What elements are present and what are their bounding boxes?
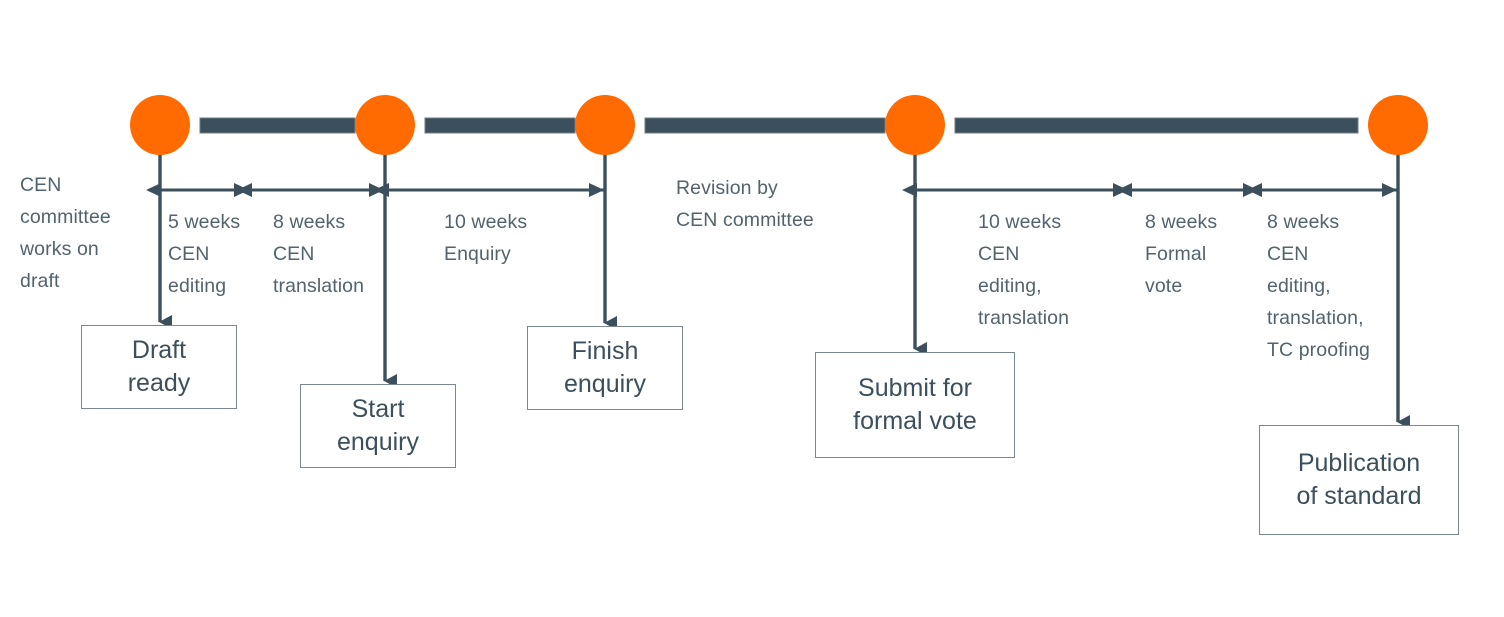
- bar-enquiry-to-finish: [424, 117, 576, 134]
- publication-milestone[interactable]: [1368, 95, 1428, 155]
- label-revision-by-cen-committee: Revision by CEN committee: [676, 177, 814, 231]
- bar-vote-to-publication: [954, 117, 1359, 134]
- bar-draft-to-enquiry: [199, 117, 356, 134]
- box-finish-enquiry[interactable]: Finish enquiry: [527, 326, 683, 410]
- milestone-circles-group: [130, 95, 1428, 155]
- box-submit-formal-vote[interactable]: Submit for formal vote: [815, 352, 1015, 458]
- connector-bars-group: [199, 117, 1359, 134]
- draft-ready-milestone[interactable]: [130, 95, 190, 155]
- label-5-weeks-cen-editing: 5 weeks CEN editing: [168, 211, 241, 297]
- box-draft-ready[interactable]: Draft ready: [81, 325, 237, 409]
- bar-finish-to-vote: [644, 117, 886, 134]
- box-publication-of-standard[interactable]: Publication of standard: [1259, 425, 1459, 535]
- start-enquiry-milestone[interactable]: [355, 95, 415, 155]
- label-8-weeks-cen-editing-tc-proofing: 8 weeks CEN editing, translation, TC pro…: [1267, 211, 1370, 361]
- label-10-weeks-enquiry: 10 weeks Enquiry: [444, 211, 528, 265]
- label-8-weeks-cen-translation: 8 weeks CEN translation: [273, 211, 365, 297]
- finish-enquiry-milestone[interactable]: [575, 95, 635, 155]
- formal-vote-milestone[interactable]: [885, 95, 945, 155]
- label-10-weeks-cen-editing-translation: 10 weeks CEN editing, translation: [978, 211, 1070, 329]
- label-cen-committee-draft: CEN committee works on draft: [20, 174, 111, 292]
- label-8-weeks-formal-vote: 8 weeks Formal vote: [1145, 211, 1218, 297]
- box-start-enquiry[interactable]: Start enquiry: [300, 384, 456, 468]
